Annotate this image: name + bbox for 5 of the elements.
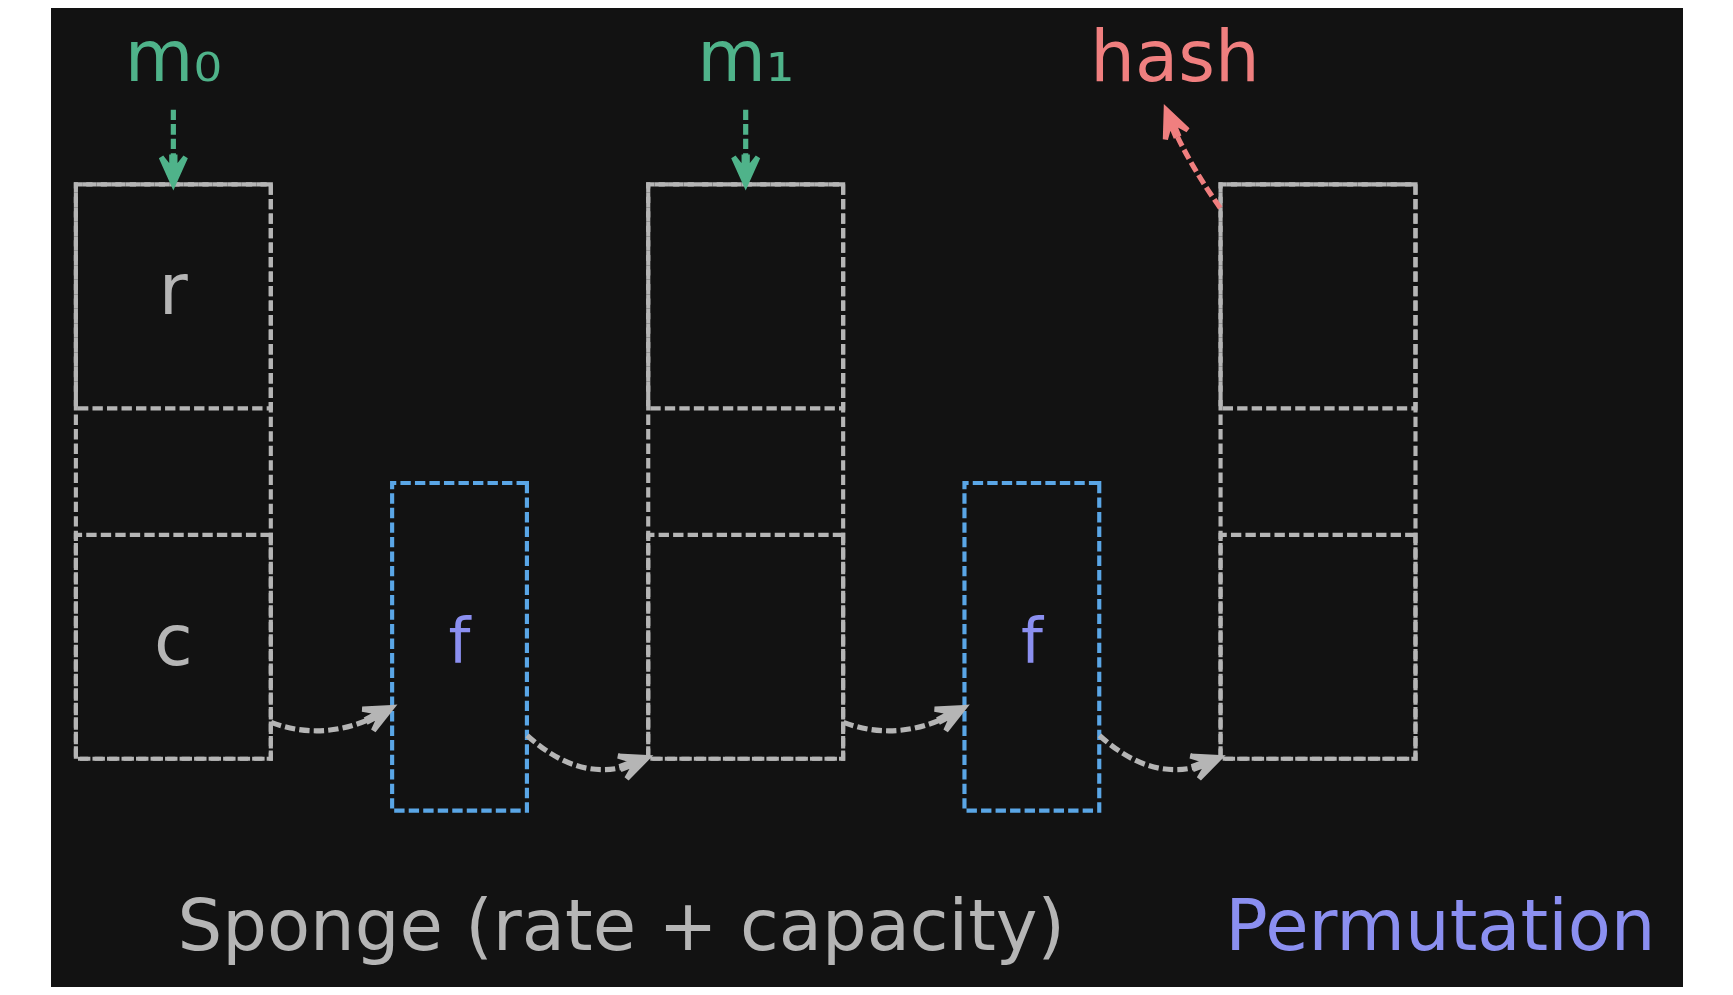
- label: Permutation: [1224, 884, 1656, 967]
- label: Sponge (rate + capacity): [176, 884, 1065, 967]
- node-text: m₁: [696, 16, 794, 99]
- node-text: hash: [1089, 16, 1260, 99]
- node-text: m₀: [124, 16, 222, 99]
